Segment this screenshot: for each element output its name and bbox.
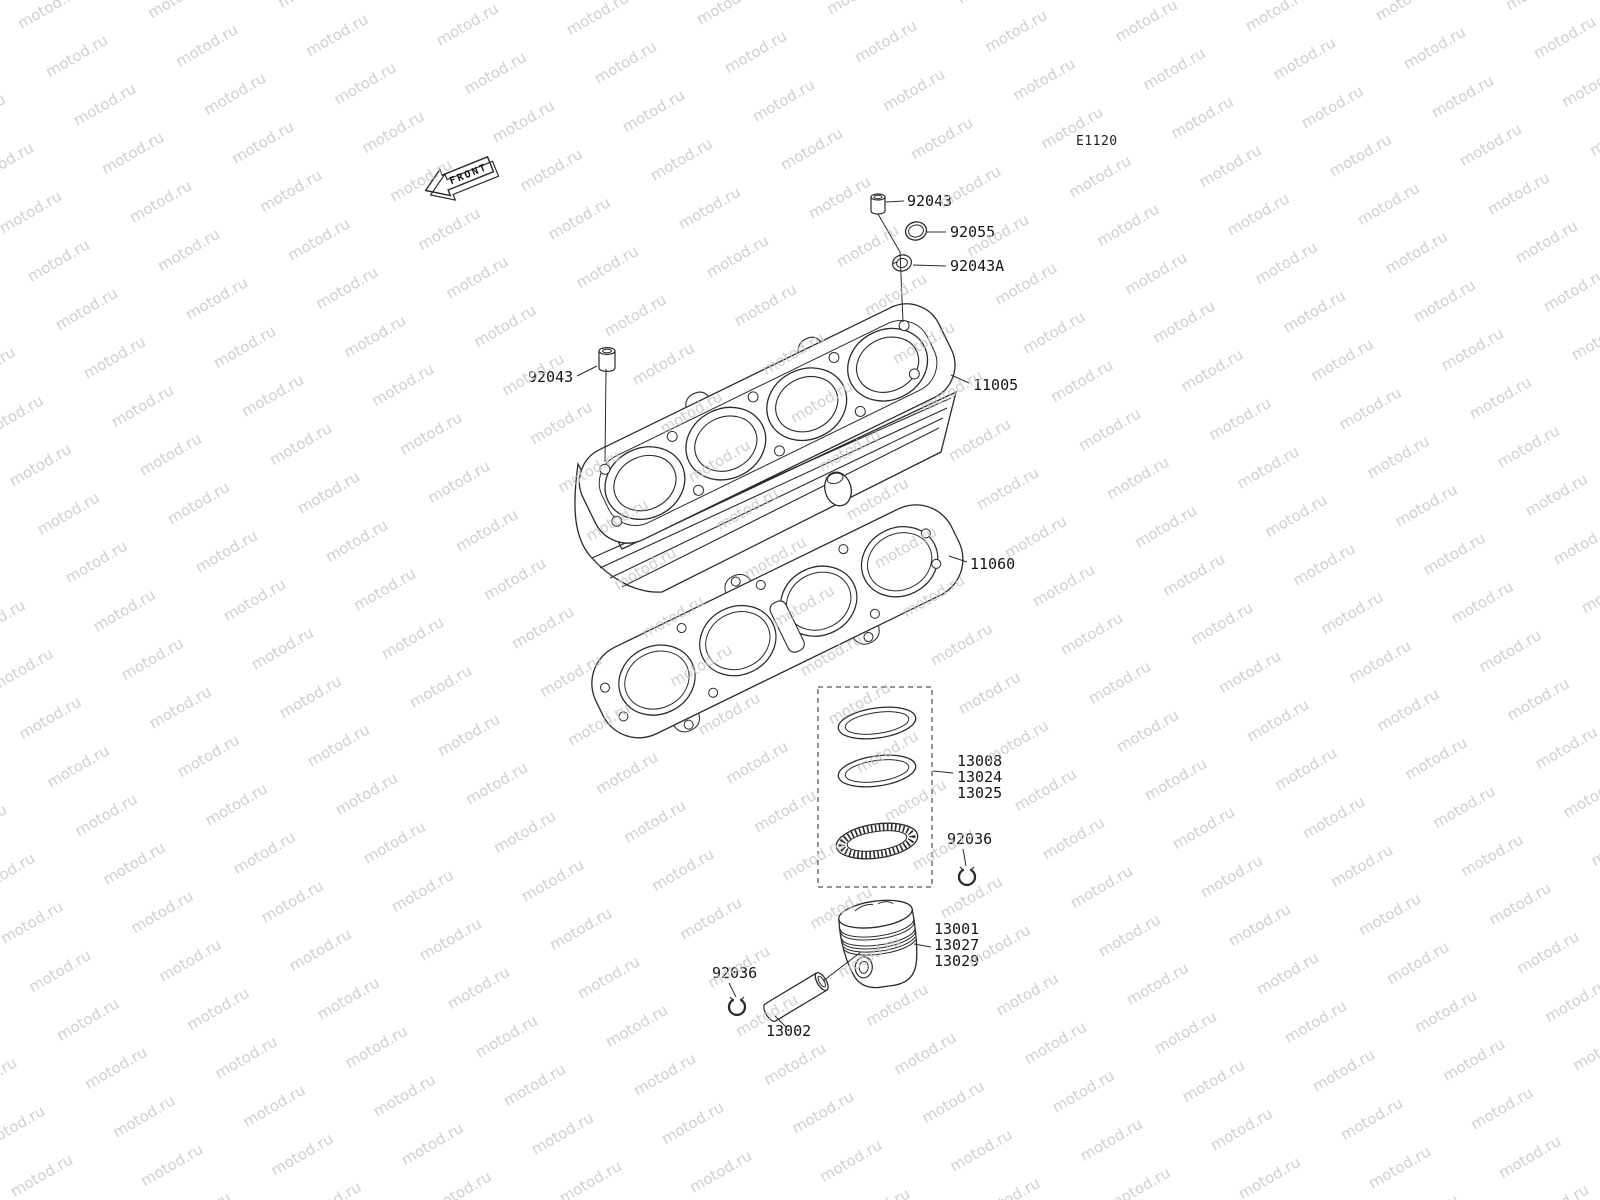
part-label-92043a: 92043A — [950, 257, 1004, 275]
part-label-92055: 92055 — [950, 223, 995, 241]
leader-rings — [932, 770, 954, 774]
leader-92036-left — [728, 982, 737, 998]
part-label-92043-top: 92043 — [907, 192, 952, 210]
leader-92043-top — [885, 200, 905, 203]
second-ring-drawing — [837, 754, 917, 788]
front-arrow-label: FRONT — [448, 162, 489, 187]
leader-11005 — [950, 374, 970, 384]
front-arrow: FRONT — [424, 155, 500, 201]
piston-drawing — [838, 899, 918, 989]
part-label-92043-left: 92043 — [528, 368, 573, 386]
dowel-pin-left-drawing — [598, 347, 616, 372]
oil-ring-drawing — [835, 822, 919, 860]
pin-retainer-drawing — [891, 254, 913, 272]
part-label-13029: 13029 — [934, 952, 979, 970]
part-label-11060: 11060 — [970, 555, 1015, 573]
oil-ring-expander — [838, 823, 916, 859]
dowel-pin-top-drawing — [870, 193, 886, 215]
page-code: E1120 — [1076, 134, 1118, 149]
part-label-92036-left: 92036 — [712, 964, 757, 982]
part-label-13002: 13002 — [766, 1022, 811, 1040]
part-label-13025: 13025 — [957, 784, 1002, 802]
piston-ring-set — [817, 686, 933, 888]
leader-92043-left — [576, 365, 598, 377]
leader-92036-right — [962, 848, 967, 867]
o-ring-drawing — [904, 221, 928, 241]
part-label-92036-right: 92036 — [947, 830, 992, 848]
circlip-left-drawing — [727, 996, 747, 1017]
leader-92043a — [912, 264, 947, 267]
circlip-right-drawing — [957, 866, 977, 887]
piston-pin-drawing — [763, 972, 829, 1022]
top-ring-drawing — [837, 706, 917, 740]
part-label-11005: 11005 — [973, 376, 1018, 394]
